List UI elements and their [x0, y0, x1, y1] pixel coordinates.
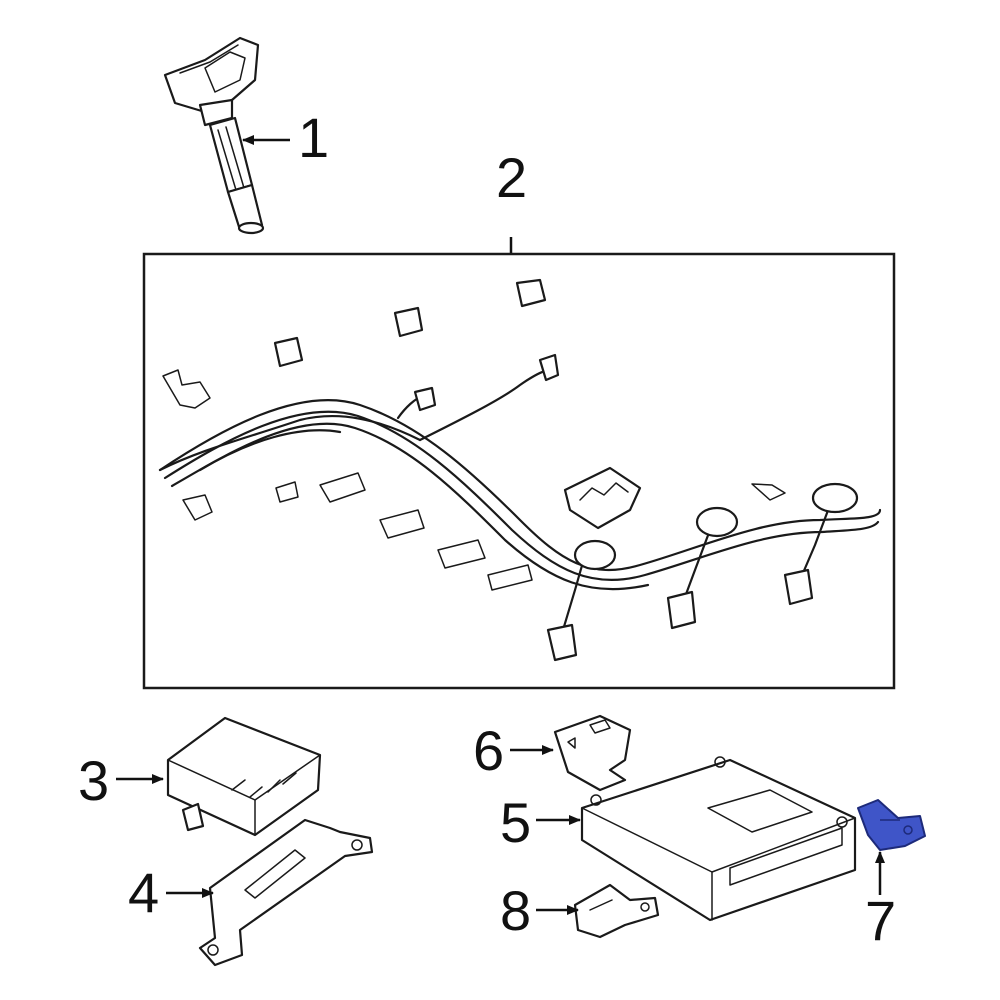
- callout-7-label: 7: [865, 889, 896, 952]
- callout-2[interactable]: 2: [496, 146, 527, 254]
- bracket-icon[interactable]: [857, 799, 926, 851]
- callout-4[interactable]: 4: [128, 861, 214, 924]
- callout-5[interactable]: 5: [500, 791, 581, 854]
- callout-2-label: 2: [496, 146, 527, 209]
- harness-frame: [142, 252, 896, 690]
- control-module-icon[interactable]: [166, 716, 322, 837]
- callout-8[interactable]: 8: [500, 879, 579, 942]
- ecm-icon[interactable]: [580, 756, 857, 922]
- callout-3-label: 3: [78, 749, 109, 812]
- highlighted-bracket-icon[interactable]: [857, 799, 926, 851]
- callout-3[interactable]: 3: [78, 749, 164, 812]
- callout-5-label: 5: [500, 791, 531, 854]
- wiring-harness-icon[interactable]: [142, 252, 896, 690]
- ignition-coil-icon[interactable]: [163, 36, 265, 235]
- callout-1[interactable]: 1: [242, 106, 329, 169]
- rear-bracket-icon[interactable]: [573, 883, 660, 939]
- callout-8-label: 8: [500, 879, 531, 942]
- ecm-bracket-icon[interactable]: [553, 714, 632, 792]
- callout-4-label: 4: [128, 861, 159, 924]
- callout-6[interactable]: 6: [473, 719, 554, 782]
- callout-1-label: 1: [298, 106, 329, 169]
- callout-6-label: 6: [473, 719, 504, 782]
- module-bracket-icon[interactable]: [198, 818, 374, 967]
- callout-7[interactable]: 7: [865, 851, 896, 952]
